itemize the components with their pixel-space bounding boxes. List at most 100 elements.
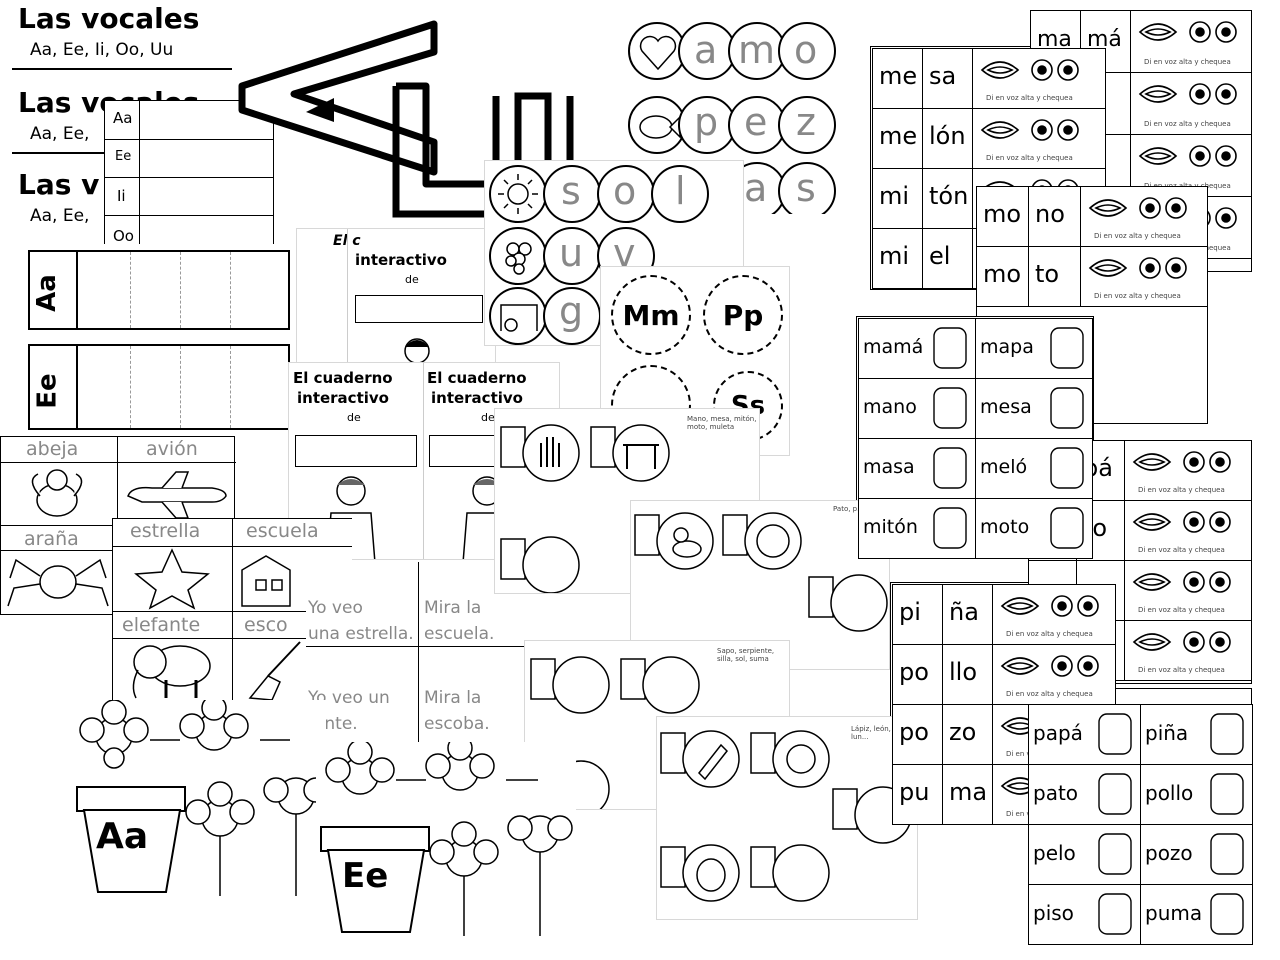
word-text: masa bbox=[863, 455, 915, 478]
lips-eyes-icon bbox=[1138, 145, 1237, 167]
syllable-text: me bbox=[879, 122, 918, 151]
trace-letter: u bbox=[559, 231, 584, 275]
syllable-cell: me bbox=[872, 108, 923, 169]
sentence-2a: Mira la bbox=[424, 598, 482, 618]
lips-eyes-icon bbox=[1000, 595, 1099, 617]
word-picture-cell: mesa bbox=[975, 378, 1093, 439]
syllable-cell: to bbox=[1028, 246, 1081, 307]
trace-letter: g bbox=[559, 289, 584, 333]
notebook-line1-short: El c bbox=[333, 233, 361, 249]
syllable-text: mo bbox=[983, 200, 1022, 229]
word-estrella: estrella bbox=[130, 520, 201, 542]
frog-flap-icon bbox=[530, 656, 610, 714]
word-picture-cell: mapa bbox=[975, 318, 1093, 379]
word-text: moto bbox=[980, 515, 1030, 538]
word-row-uva: u v bbox=[489, 227, 741, 285]
letter-circle-mm: Mm bbox=[611, 275, 691, 355]
trace-letter: s bbox=[561, 169, 581, 213]
word-text: meló bbox=[980, 455, 1028, 478]
vowel-tracing-grid: Aa Ee Ii Oo bbox=[104, 100, 274, 248]
pot-body-ee bbox=[326, 849, 426, 933]
syllable-cell: llo bbox=[942, 644, 993, 705]
word-picture-icon bbox=[1098, 713, 1132, 755]
syllable-cell: ma bbox=[942, 764, 993, 825]
word-row-sol: s o l bbox=[489, 165, 741, 223]
syllable-text: ña bbox=[949, 598, 979, 627]
notebook-line3: de bbox=[347, 411, 361, 424]
word-picture-cell: puma bbox=[1140, 884, 1253, 945]
spider-icon bbox=[7, 558, 109, 607]
sun-icon bbox=[498, 174, 538, 214]
word-text: mesa bbox=[980, 395, 1032, 418]
hand-flap-icon bbox=[500, 424, 580, 482]
syllable-cell: zo bbox=[942, 704, 993, 765]
notebook-line2: interactivo bbox=[355, 251, 447, 269]
star-icon bbox=[134, 548, 210, 610]
word-picture-cell: mano bbox=[858, 378, 976, 439]
vowels-title-3: Las v bbox=[18, 168, 100, 201]
letter-circles-sheet: Mm Pp Ss bbox=[600, 266, 790, 456]
trace-letter: l bbox=[675, 169, 686, 213]
lips-eyes-icon bbox=[1138, 83, 1237, 105]
say-aloud-caption: Di en voz alta y chequea bbox=[1094, 292, 1181, 300]
notebook-line3: de bbox=[405, 273, 419, 286]
letter-circle-pp: Pp bbox=[703, 275, 783, 355]
trace-letter: o bbox=[794, 28, 818, 72]
word-text: papá bbox=[1033, 721, 1083, 745]
word-text: pozo bbox=[1145, 841, 1193, 865]
notebook-line1: El cuaderno bbox=[427, 369, 527, 387]
pot-body-aa bbox=[82, 809, 182, 893]
vowels-subtitle-1: Aa, Ee, Ii, Oo, Uu bbox=[30, 40, 174, 60]
vertical-letter-sheet: Aa Ee bbox=[24, 244, 294, 440]
word-text: pollo bbox=[1145, 781, 1194, 805]
say-aloud-cell bbox=[1130, 10, 1252, 73]
flowers-aa-icon bbox=[79, 700, 326, 896]
word-picture-icon bbox=[1098, 833, 1132, 875]
word-picture-cell: mamá bbox=[858, 318, 976, 379]
tracing-row-ii: Ii bbox=[105, 177, 273, 216]
word-text: pelo bbox=[1033, 841, 1076, 865]
syllable-cell: pu bbox=[892, 764, 943, 825]
say-aloud-cell bbox=[1130, 72, 1252, 135]
lips-eyes-icon bbox=[1132, 571, 1231, 593]
say-aloud-caption: Di en voz alta y chequea bbox=[1138, 546, 1225, 554]
word-picture-icon bbox=[1210, 713, 1244, 755]
syllable-text: no bbox=[1035, 200, 1065, 229]
syllable-cell: mi bbox=[872, 228, 923, 289]
grapes-icon bbox=[505, 242, 532, 275]
syllable-text: me bbox=[879, 62, 918, 91]
word-text: mano bbox=[863, 395, 917, 418]
lemon-flap-icon bbox=[660, 844, 740, 902]
tracing-row-oo: Oo bbox=[105, 215, 273, 247]
word-row-amo: a m o bbox=[628, 22, 884, 80]
sentence-2b: escuela. bbox=[424, 624, 495, 644]
elephant-icon bbox=[132, 645, 211, 699]
strip-letter: Aa bbox=[31, 274, 62, 312]
word-picture-cell: pollo bbox=[1140, 764, 1253, 825]
sentence-1a: Yo veo bbox=[308, 598, 363, 618]
word-picture-cell: meló bbox=[975, 438, 1093, 499]
lion-flap-icon bbox=[750, 730, 830, 788]
word-picture-icon bbox=[1210, 773, 1244, 815]
ball-flap-icon bbox=[722, 512, 802, 570]
word-picture-cell: mitón bbox=[858, 498, 976, 559]
lips-eyes-icon bbox=[1088, 257, 1187, 279]
pot-letter-ee: Ee bbox=[342, 856, 389, 896]
word-picture-icon bbox=[933, 387, 967, 429]
syllable-cell: po bbox=[892, 704, 943, 765]
tracing-row-aa: Aa bbox=[105, 101, 273, 140]
strip-letter: Ee bbox=[32, 373, 63, 409]
trace-letter: o bbox=[613, 169, 637, 213]
word-escuela: escuela bbox=[246, 520, 319, 542]
trace-letter: e bbox=[744, 100, 768, 144]
syllable-text: mo bbox=[983, 260, 1022, 289]
flip-note-4: Lápiz, león, lobo, lun... bbox=[851, 725, 911, 741]
notebook-line1: El cuaderno bbox=[293, 369, 393, 387]
flip-sheet-4: Lápiz, león, lobo, lun... bbox=[656, 716, 918, 920]
mitten-flap-icon bbox=[500, 536, 580, 593]
sentence-3a: Yo veo un bbox=[308, 688, 390, 708]
syllable-cell: mo bbox=[976, 246, 1029, 307]
syllable-text: ma bbox=[949, 778, 988, 807]
vowels-block-1: Las vocales Aa, Ee, Ii, Oo, Uu bbox=[12, 0, 232, 70]
word-avion: avión bbox=[146, 438, 198, 460]
